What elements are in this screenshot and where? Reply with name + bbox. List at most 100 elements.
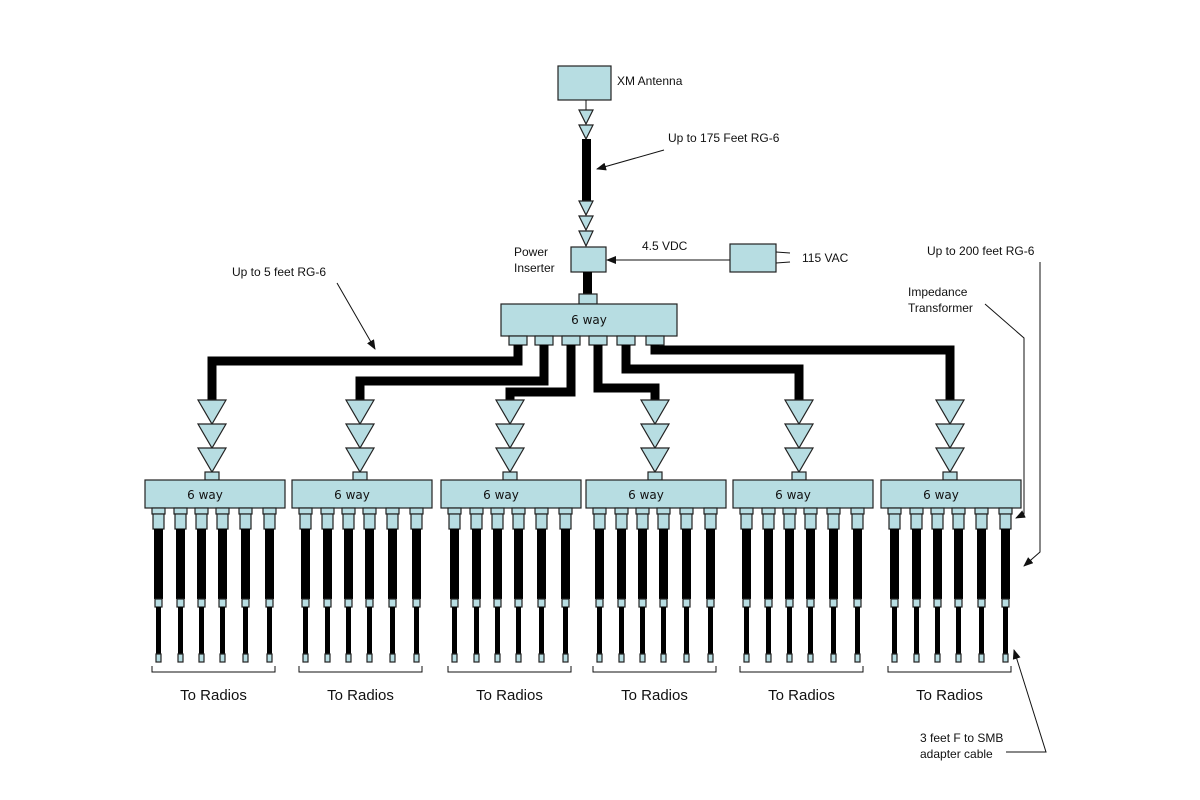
impedance-transformer (851, 513, 864, 530)
splitter-output-port (534, 507, 549, 515)
antenna-cable (582, 139, 591, 201)
xm-antenna: XM Antenna (557, 65, 683, 101)
impedance-transformer (512, 513, 525, 530)
splitter-output-port (262, 507, 277, 515)
smb-connector (324, 653, 331, 663)
xm-antenna-label: XM Antenna (617, 74, 683, 88)
adapter-connector (344, 598, 353, 608)
adapter-cable (935, 607, 940, 654)
adapter-cable (661, 607, 666, 654)
impedance-transformer (342, 513, 355, 530)
adapter-cable (156, 607, 161, 654)
rg6-drop-cable (912, 529, 921, 599)
splitter-output-port (173, 507, 188, 515)
impedance-transformer (704, 513, 717, 530)
power-inserter: Power Inserter (514, 245, 607, 275)
adapter-cable (539, 607, 544, 654)
impedance-transformer (636, 513, 649, 530)
rg6-drop-cable (933, 529, 942, 599)
splitter-input-port (502, 471, 518, 481)
adapter-cable (619, 607, 624, 654)
smb-connector (494, 653, 501, 663)
adapter-connector (785, 598, 794, 608)
to-radios-label: To Radios (327, 687, 394, 704)
inline-connector (639, 399, 671, 426)
impedance-transformer (910, 513, 923, 530)
smb-connector (242, 653, 249, 663)
adapter-connector (977, 598, 986, 608)
adapter-cable (744, 607, 749, 654)
inline-connector (344, 423, 376, 450)
splitter-output-port (930, 507, 945, 515)
inline-connector (196, 399, 228, 426)
adapter-connector (561, 598, 570, 608)
adapter-connector (617, 598, 626, 608)
smb-connector (639, 653, 646, 663)
smb-connector (707, 653, 714, 663)
rg6-drop-cable (472, 529, 481, 599)
rg6-drop-cable (365, 529, 374, 599)
main-splitter-port (645, 335, 665, 346)
smb-connector (786, 653, 793, 663)
impedance-transformer (952, 513, 965, 530)
adapter-cable (831, 607, 836, 654)
impedance-transformer (448, 513, 461, 530)
impedance-transformer (740, 513, 753, 530)
antenna-cable-connectors (578, 200, 594, 248)
adapter-cable (516, 607, 521, 654)
dc-label: 4.5 VDC (642, 239, 688, 253)
splitter-output-port (782, 507, 797, 515)
rg6-drop-cable (659, 529, 668, 599)
long-cable-pointer (1023, 262, 1041, 567)
inline-connector (494, 423, 526, 450)
to-radios-label: To Radios (621, 687, 688, 704)
adapter-cable (474, 607, 479, 654)
rg6-drop-cable (890, 529, 899, 599)
adapter-connector (954, 598, 963, 608)
rg6-drop-cable (450, 529, 459, 599)
impedance-transformer (239, 513, 252, 530)
smb-connector (978, 653, 985, 663)
splitter-output-port (341, 507, 356, 515)
smb-connector (807, 653, 814, 663)
inline-connector (934, 423, 966, 450)
adapter-connector (301, 598, 310, 608)
adapter-connector (514, 598, 523, 608)
adapter-cable (414, 607, 419, 654)
main-splitter: 6 way (500, 293, 678, 346)
impedance-transformer (827, 513, 840, 530)
impedance-label-2: Transformer (908, 301, 973, 315)
adapter-cable (390, 607, 395, 654)
impedance-transformer (470, 513, 483, 530)
impedance-transformer (559, 513, 572, 530)
adapter-connector (706, 598, 715, 608)
impedance-transformer (263, 513, 276, 530)
smb-connector (1002, 653, 1009, 663)
impedance-transformer (535, 513, 548, 530)
impedance-transformer (386, 513, 399, 530)
adapter-connector (365, 598, 374, 608)
splitter-body (880, 479, 1022, 509)
impedance-transformer (363, 513, 376, 530)
adapter-cable (1003, 607, 1008, 654)
adapter-connector (472, 598, 481, 608)
smb-connector (177, 653, 184, 663)
impedance-transformer (888, 513, 901, 530)
adapter-connector (493, 598, 502, 608)
adapter-cable (303, 607, 308, 654)
splitter-body (291, 479, 433, 509)
rg6-drop-cable (764, 529, 773, 599)
main-splitter-port (534, 335, 554, 346)
impedance-transformer (152, 513, 165, 530)
rg6-drop-cable (806, 529, 815, 599)
power-inserter-label-2: Inserter (514, 261, 555, 275)
smb-connector (413, 653, 420, 663)
adapter-connector (806, 598, 815, 608)
inline-connector (494, 399, 526, 426)
antenna-cable-label: Up to 175 Feet RG-6 (668, 131, 780, 145)
adapter-connector (595, 598, 604, 608)
